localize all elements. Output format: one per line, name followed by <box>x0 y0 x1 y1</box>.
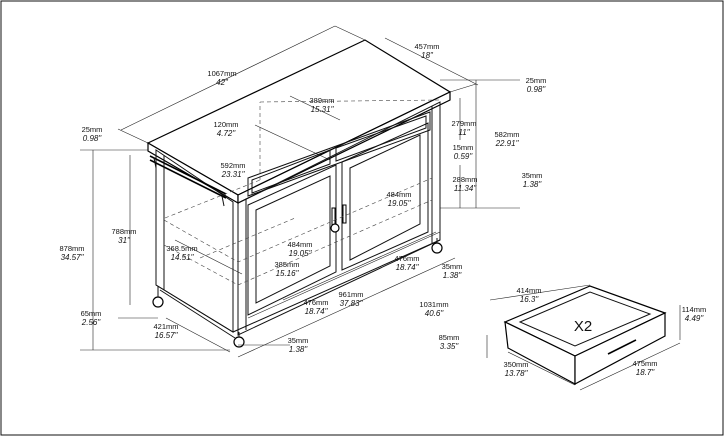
dimension-inch-shelf-spacing: 11.34" <box>454 184 477 193</box>
dimension-inch-drawer-inner-depth: 13.78" <box>505 369 529 378</box>
dimension-inch-top-thickness-right: 0.98" <box>527 85 547 94</box>
dimension-mm-caster-height: 65mm <box>81 309 102 318</box>
dimension-inch-overall-height: 34.57" <box>61 253 85 262</box>
dimension-mm-leg-offset-right: 35mm <box>522 171 543 180</box>
kitchen-cart <box>146 39 452 348</box>
dimension-mm-drawer-front-width: 475mm <box>632 359 657 368</box>
dimension-mm-top-thickness-left: 25mm <box>82 125 103 134</box>
dimension-inch-inner-width: 23.31" <box>221 170 246 179</box>
dimension-inch-inner-span: 37.83" <box>340 299 364 308</box>
dimension-mm-leg-offset-front: 35mm <box>288 336 309 345</box>
dimension-mm-caster-offset: 35mm <box>442 262 463 271</box>
dimension-mm-upper-section-height: 279mm <box>451 119 476 128</box>
dimension-mm-rail-thickness: 15mm <box>453 143 474 152</box>
dimension-inch-drawer-opening-height: 4.72" <box>217 129 237 138</box>
dimension-mm-drawer-opening-height: 120mm <box>213 120 238 129</box>
dimension-mm-top-width: 1067mm <box>207 69 236 78</box>
dimension-mm-overall-width: 1031mm <box>419 300 448 309</box>
dimension-inch-shelf-width-lower: 19.05" <box>289 249 313 258</box>
dimension-mm-shelf-depth-upper: 484mm <box>386 190 411 199</box>
dimension-inch-top-thickness-left: 0.98" <box>83 134 103 143</box>
dimension-mm-drawer-inner-depth: 350mm <box>503 360 528 369</box>
dimension-inch-shelf-inner-width: 15.16" <box>276 269 300 278</box>
dimension-inch-door-width-lower: 18.74" <box>305 307 329 316</box>
dimension-inch-leg-offset-front: 1.38" <box>289 345 309 354</box>
dimension-inch-door-width: 18.74" <box>396 263 420 272</box>
dimension-inch-rail-thickness: 0.59" <box>454 152 474 161</box>
dimension-inch-drawer-box-height: 4.49" <box>685 314 705 323</box>
dimension-mm-overall-height: 878mm <box>59 244 84 253</box>
dimension-mm-drawer-width: 414mm <box>516 286 541 295</box>
dimension-inch-shelf-opening-width: 15.31" <box>311 105 335 114</box>
dimension-inch-caster-offset: 1.38" <box>443 271 463 280</box>
dimension-inch-shelf-depth-upper: 19.05" <box>388 199 412 208</box>
dimension-mm-shelf-opening-width: 389mm <box>309 96 334 105</box>
dimension-mm-drawer-depth: 85mm <box>439 333 460 342</box>
dimension-inch-shelf-depth-lower: 14.51" <box>171 253 195 262</box>
dimension-inch-upper-section-height: 11" <box>458 128 470 137</box>
dimension-mm-drawer-box-height: 114mm <box>682 305 706 314</box>
dimension-inch-caster-height: 2.56" <box>81 318 102 327</box>
dimension-inch-side-depth: 16.57" <box>155 331 179 340</box>
dimension-mm-shelf-depth-lower: 368.5mm <box>166 244 197 253</box>
dimension-mm-shelf-inner-width: 385mm <box>274 260 299 269</box>
dimension-inch-top-depth: 18" <box>421 51 434 60</box>
dimension-inch-side-height: 31" <box>118 236 131 245</box>
drawer-illustration <box>503 285 667 386</box>
dimension-mm-top-depth: 457mm <box>414 42 439 51</box>
dimension-mm-inner-span: 961mm <box>338 290 363 299</box>
dimension-inch-overall-width: 40.6" <box>425 309 445 318</box>
dimension-inch-leg-offset-right: 1.38" <box>523 180 543 189</box>
dimension-labels: 457mm18"1067mm42"25mm0.98"25mm0.98"389mm… <box>59 42 706 378</box>
dimension-inch-drawer-width: 16.3" <box>520 295 540 304</box>
dimension-mm-shelf-spacing: 288mm <box>452 175 477 184</box>
dimension-inch-drawer-front-width: 18.7" <box>636 368 656 377</box>
drawer-quantity-label: X2 <box>574 318 592 335</box>
dimension-inch-cabinet-height: 22.91" <box>495 139 520 148</box>
dimension-mm-top-thickness-right: 25mm <box>526 76 547 85</box>
dimension-mm-side-height: 788mm <box>111 227 136 236</box>
dimension-mm-side-depth: 421mm <box>153 322 178 331</box>
dimension-mm-cabinet-height: 582mm <box>494 130 519 139</box>
dimension-mm-shelf-width-lower: 484mm <box>287 240 312 249</box>
dimension-mm-door-width-lower: 476mm <box>303 298 328 307</box>
dimension-lines <box>80 25 681 391</box>
dimension-inch-drawer-depth: 3.35" <box>440 342 460 351</box>
dimension-inch-top-width: 42" <box>216 78 229 87</box>
dimension-mm-door-width: 476mm <box>394 254 419 263</box>
dimension-mm-inner-width: 592mm <box>220 161 245 170</box>
